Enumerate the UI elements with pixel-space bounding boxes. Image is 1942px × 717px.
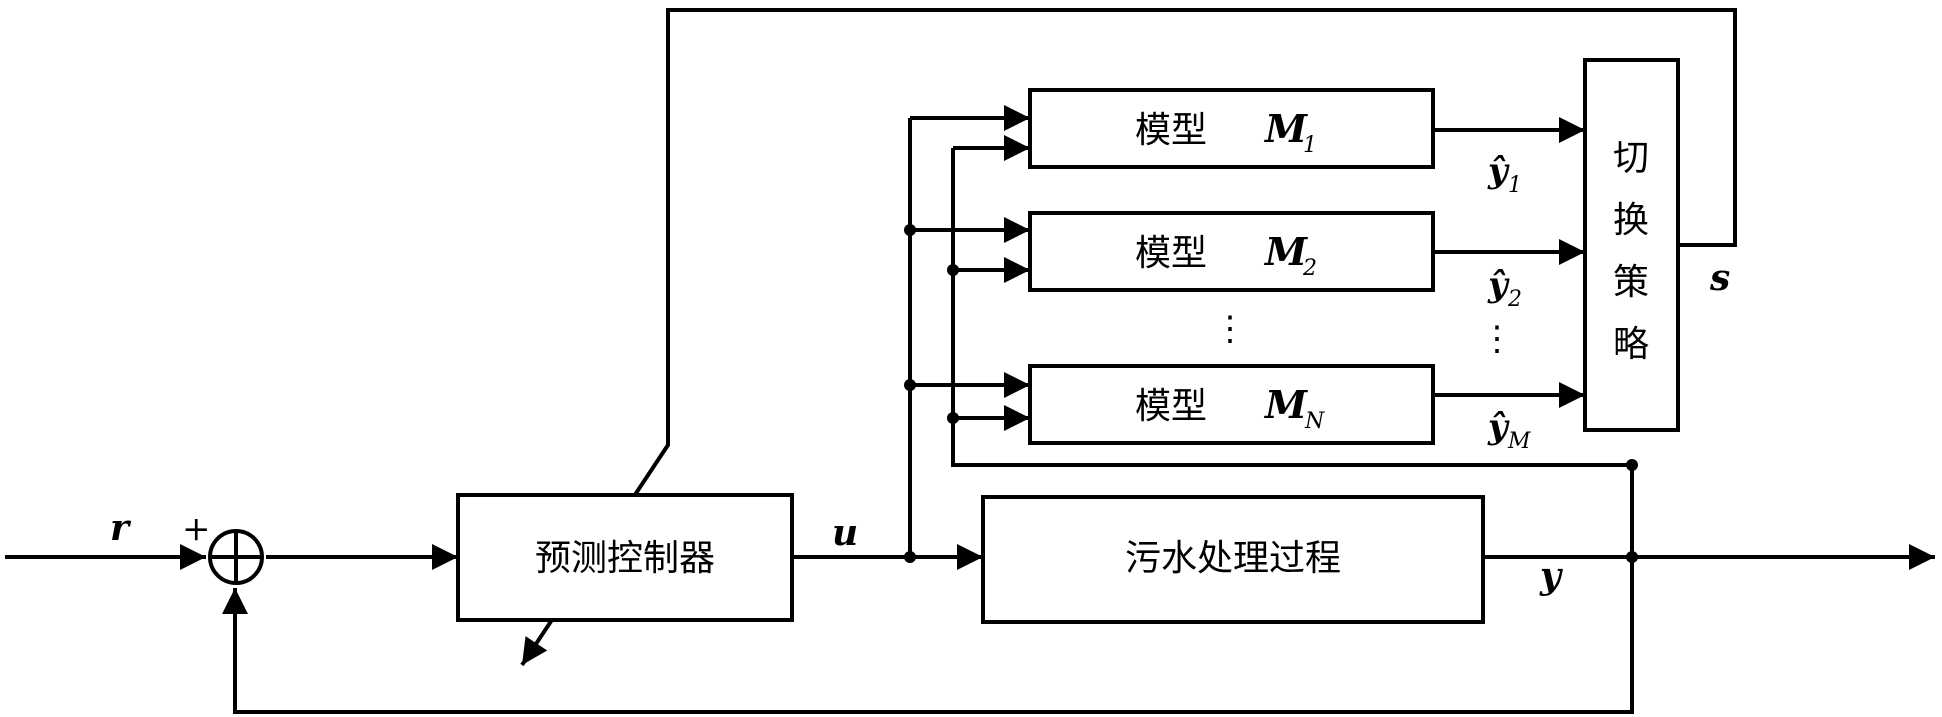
estimate-2-symbol: ŷ: [1487, 265, 1510, 305]
switch-char-1: 切: [1613, 138, 1649, 179]
switch-char-2: 换: [1613, 200, 1649, 241]
model-ellipsis: ⋮: [1213, 309, 1247, 349]
model-n-subscript: N: [1304, 409, 1325, 434]
model-1-block: [1028, 88, 1435, 169]
model-1-subscript: 1: [1303, 133, 1317, 158]
signal-s-label: s: [1709, 257, 1730, 299]
model-1-prefix: 模型: [1135, 110, 1207, 151]
signal-y-label: y: [1539, 555, 1563, 597]
signal-r-label: r: [110, 507, 132, 549]
process-block: [981, 495, 1485, 624]
model-n-symbol: M: [1263, 382, 1308, 427]
model-2-subscript: 2: [1302, 256, 1317, 281]
plus-sign: +: [182, 509, 211, 549]
estimate-2-subscript: 2: [1507, 287, 1522, 312]
switch-char-4: 略: [1613, 324, 1649, 365]
wire-feedback-loop: [222, 557, 1634, 714]
estimate-ellipsis: ⋮: [1480, 319, 1514, 359]
estimate-m-symbol: ŷ: [1487, 407, 1510, 447]
junction-dot: [904, 224, 916, 236]
wire-y-to-model-bus: [951, 148, 1634, 557]
model-n-label: 模型: [1135, 386, 1207, 427]
junction-dot: [904, 379, 916, 391]
junction-dot: [947, 264, 959, 276]
wire-switch-to-controller: [520, 8, 1737, 667]
controller-label: 预测控制器: [535, 538, 715, 579]
model-2-label: 模型: [1135, 233, 1207, 274]
process-label: 污水处理过程: [1125, 538, 1341, 579]
model-n-block: [1028, 364, 1435, 445]
junction-dot: [1626, 459, 1638, 471]
junction-dot: [1626, 551, 1638, 563]
junction-dot: [904, 551, 916, 563]
model-2-prefix: M: [1263, 229, 1308, 274]
summing-junction: [208, 529, 264, 585]
estimate-1-subscript: 1: [1508, 173, 1522, 198]
switch-strategy-block: [1583, 58, 1680, 432]
estimate-1-symbol: ŷ: [1487, 151, 1510, 191]
model-1-symbol: M: [1263, 106, 1308, 151]
controller-block: [456, 493, 794, 622]
switch-char-3: 策: [1613, 262, 1649, 303]
model-2-block: [1028, 211, 1435, 292]
junction-dot: [947, 412, 959, 424]
signal-u-label: u: [832, 512, 858, 554]
estimate-m-subscript: M: [1507, 429, 1531, 454]
